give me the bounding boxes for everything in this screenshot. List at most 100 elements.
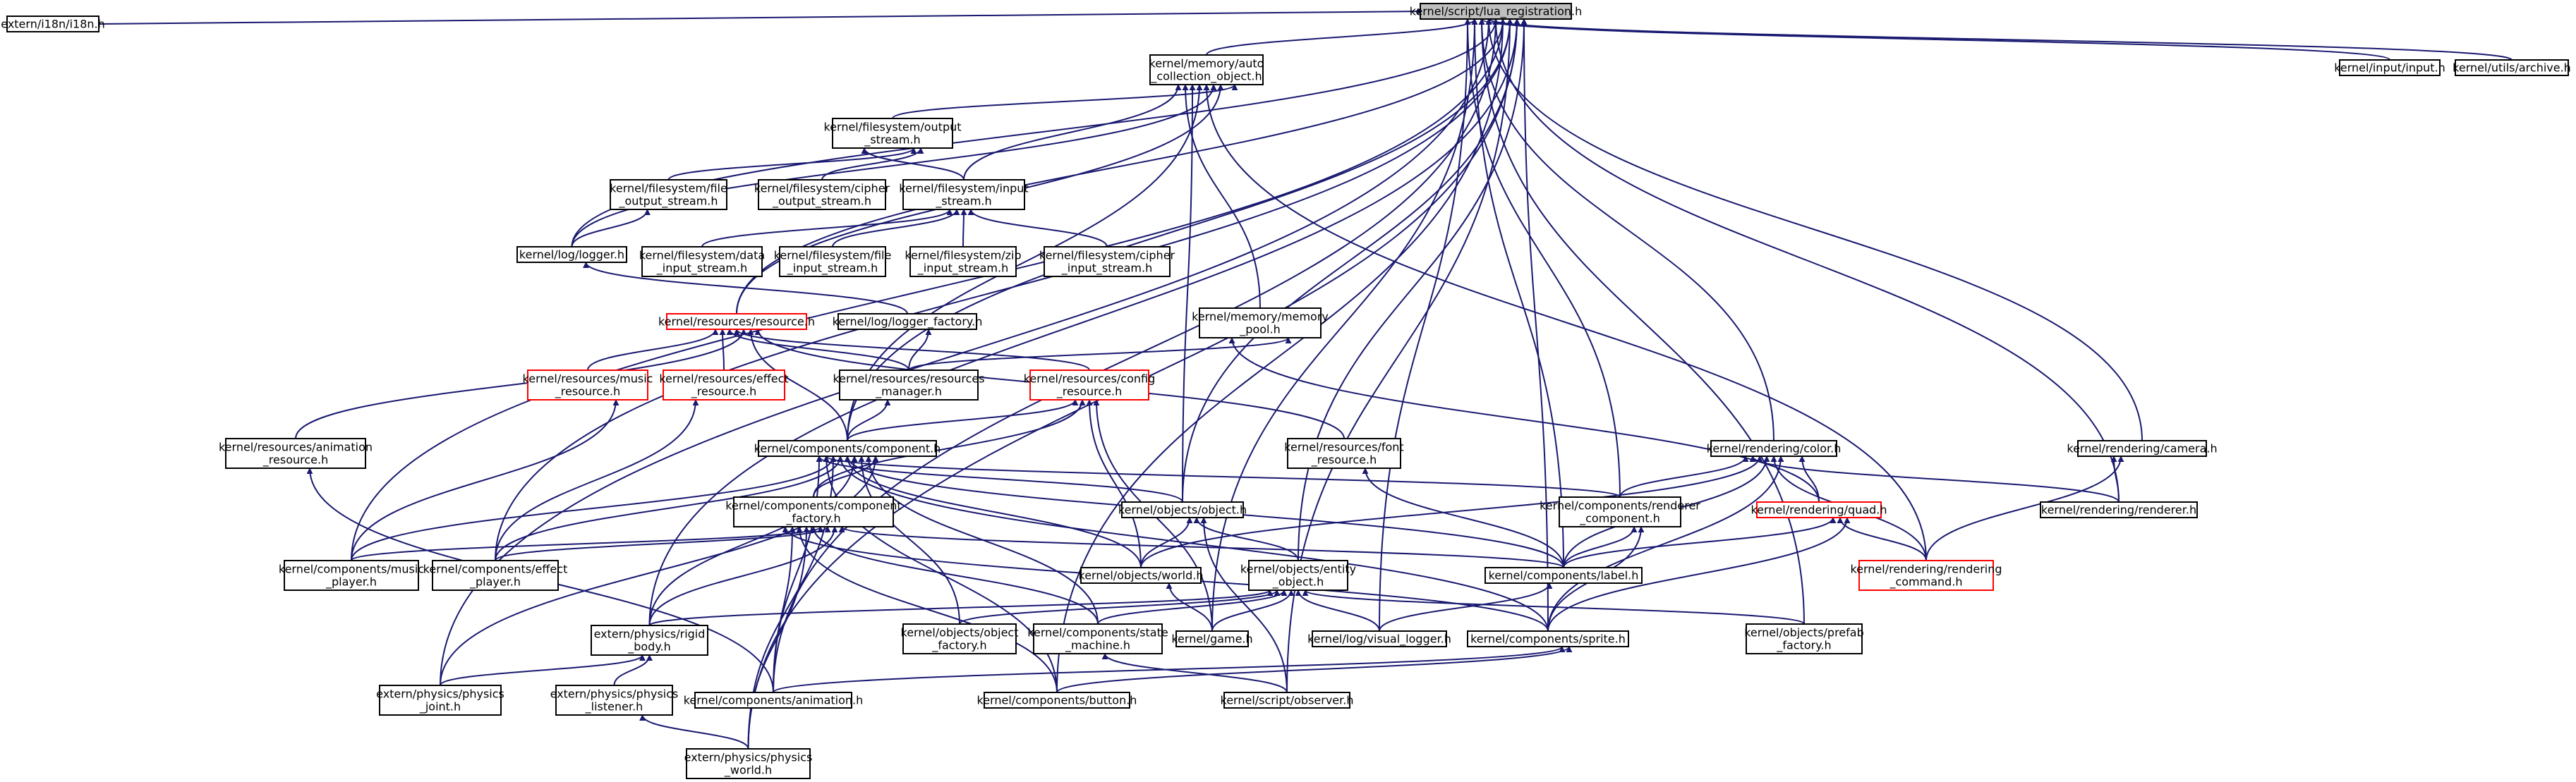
edge-components_label-to-component_factory — [838, 526, 1564, 568]
node-effect-player[interactable]: kernel/components/effect_player.h — [423, 560, 568, 591]
node-cipher-input-stream[interactable]: kernel/filesystem/cipher_input_stream.h — [1039, 246, 1175, 277]
node-label: extern/physics/physics — [550, 688, 679, 701]
edge-entity_object-to-objects_object — [1193, 517, 1299, 561]
node-label: kernel/resources/font — [1284, 441, 1403, 454]
node-label: _resource.h — [555, 385, 620, 399]
node-input-input[interactable]: kernel/input/input.h — [2334, 59, 2445, 76]
node-box — [1484, 567, 1643, 584]
node-box — [1312, 630, 1447, 647]
node-music-resource[interactable]: kernel/resources/music_resource.h — [523, 369, 653, 401]
node-box — [832, 118, 953, 149]
node-resources-manager[interactable]: kernel/resources/resources_manager.h — [833, 369, 985, 401]
node-font-resource[interactable]: kernel/resources/font_resource.h — [1284, 438, 1404, 469]
node-rendering-command[interactable]: kernel/rendering/rendering_command.h — [1850, 560, 2002, 591]
node-cipher-output-stream[interactable]: kernel/filesystem/cipher_output_stream.h — [754, 179, 890, 210]
node-components-button[interactable]: kernel/components/button.h — [977, 692, 1137, 709]
node-objects-object[interactable]: kernel/objects/object.h — [1118, 501, 1247, 518]
edge-sprite-to-component — [837, 456, 1549, 632]
node-input-stream[interactable]: kernel/filesystem/input_stream.h — [899, 179, 1029, 210]
node-box — [1121, 501, 1244, 518]
node-box — [379, 685, 502, 716]
node-resource[interactable]: kernel/resources/resource.h — [658, 313, 815, 330]
edge-rendering_quad-to-memory_pool — [1228, 337, 1820, 503]
edge-input_stream-to-output_stream — [861, 147, 965, 181]
edge-components_button-to-root — [1056, 18, 1506, 693]
edge-object_factory-to-entity_object — [959, 589, 1281, 625]
node-label: _world.h — [724, 764, 772, 778]
node-physics-world[interactable]: extern/physics/physics_world.h — [684, 748, 813, 779]
node-box — [284, 560, 419, 591]
edge-components_animation-to-component — [773, 456, 823, 693]
node-file-output-stream[interactable]: kernel/filesystem/file_output_stream.h — [610, 179, 727, 210]
node-visual-logger[interactable]: kernel/log/visual_logger.h — [1307, 630, 1451, 647]
edge-components_button-to-sprite — [1056, 646, 1573, 693]
node-component-factory[interactable]: kernel/components/component_factory.h — [725, 496, 902, 527]
node-label: _resource.h — [691, 385, 756, 399]
edge-animation_resource-to-resource — [295, 329, 747, 439]
node-physics-joint[interactable]: extern/physics/physics_joint.h — [376, 685, 504, 716]
node-file-input-stream[interactable]: kernel/filesystem/file_input_stream.h — [774, 246, 892, 277]
node-auto-collection[interactable]: kernel/memory/auto_collection_object.h — [1149, 54, 1264, 85]
node-component[interactable]: kernel/components/component.h — [754, 440, 941, 457]
node-box — [909, 246, 1017, 277]
edge-objects_object-to-component — [816, 456, 1183, 503]
edge-input_input-to-root — [1478, 18, 2390, 61]
node-box — [1858, 560, 1994, 591]
node-box — [516, 246, 627, 263]
node-logger-factory[interactable]: kernel/log/logger_factory.h — [833, 313, 983, 330]
edge-components_animation-to-component_factory — [773, 526, 796, 693]
node-box — [6, 16, 99, 32]
node-label: kernel/resources/resources — [833, 372, 984, 386]
edge-music_player-to-root — [351, 18, 1506, 561]
node-components-animation[interactable]: kernel/components/animation.h — [684, 692, 864, 709]
node-label: kernel/components/label.h — [1489, 569, 1639, 582]
node-object-factory[interactable]: kernel/objects/object_factory.h — [901, 623, 1019, 654]
edges-layer — [98, 8, 2512, 750]
edge-visual_logger-to-entity_object — [1295, 589, 1380, 632]
node-utils-archive[interactable]: kernel/utils/archive.h — [2453, 59, 2571, 76]
node-rendering-renderer[interactable]: kernel/rendering/renderer.h — [2040, 501, 2198, 518]
node-entity-object[interactable]: kernel/objects/entity_object.h — [1240, 560, 1356, 591]
node-renderer-component[interactable]: kernel/components/renderer_component.h — [1540, 496, 1700, 527]
node-script-observer[interactable]: kernel/script/observer.h — [1221, 692, 1354, 709]
node-state-machine[interactable]: kernel/components/state_machine.h — [1027, 623, 1168, 654]
node-components-label[interactable]: kernel/components/label.h — [1484, 567, 1643, 584]
edge-rendering_renderer-to-rendering_camera — [2110, 456, 2120, 503]
node-rigid-body[interactable]: extern/physics/rigid_body.h — [591, 625, 708, 656]
edge-components_button-to-component_factory — [796, 526, 1058, 693]
node-label: _input_stream.h — [787, 262, 878, 276]
node-memory-pool[interactable]: kernel/memory/memory_pool.h — [1192, 307, 1329, 338]
edge-visual_logger-to-components_label — [1379, 582, 1553, 632]
node-sprite[interactable]: kernel/components/sprite.h — [1467, 630, 1629, 647]
node-rendering-camera[interactable]: kernel/rendering/camera.h — [2067, 440, 2218, 457]
node-label: kernel/log/visual_logger.h — [1307, 633, 1451, 647]
node-rendering-quad[interactable]: kernel/rendering/quad.h — [1750, 501, 1887, 518]
node-box — [1080, 567, 1202, 584]
node-animation-resource[interactable]: kernel/resources/animation_resource.h — [219, 438, 373, 469]
node-game[interactable]: kernel/game.h — [1171, 630, 1253, 647]
node-objects-world[interactable]: kernel/objects/world.h — [1079, 567, 1204, 584]
edge-logger-to-auto_collection — [571, 84, 1217, 248]
node-music-player[interactable]: kernel/components/music_player.h — [279, 560, 424, 591]
node-physics-listener[interactable]: extern/physics/physics_listener.h — [550, 685, 679, 716]
node-output-stream[interactable]: kernel/filesystem/output_stream.h — [823, 118, 962, 149]
node-rendering-color[interactable]: kernel/rendering/color.h — [1707, 440, 1842, 457]
node-box — [686, 748, 811, 779]
node-zip-input-stream[interactable]: kernel/filesystem/zip_input_stream.h — [905, 246, 1022, 277]
node-box — [779, 246, 886, 277]
node-label: _resource.h — [1056, 385, 1122, 399]
node-root[interactable]: kernel/script/lua_registration.h — [1410, 3, 1583, 20]
node-prefab-factory[interactable]: kernel/objects/prefab_factory.h — [1744, 623, 1864, 654]
edge-rigid_body-to-component — [648, 456, 858, 626]
edge-visual_logger-to-root — [1379, 18, 1471, 632]
edge-memory_pool-to-auto_collection — [1182, 84, 1261, 309]
node-data-input-stream[interactable]: kernel/filesystem/data_input_stream.h — [639, 246, 765, 277]
node-logger[interactable]: kernel/log/logger.h — [516, 246, 627, 263]
edge-effect_player-to-component — [495, 456, 844, 561]
node-effect-resource[interactable]: kernel/resources/effect_resource.h — [659, 369, 789, 401]
node-label: kernel/script/observer.h — [1221, 694, 1354, 707]
node-config-resource[interactable]: kernel/resources/config_resource.h — [1024, 369, 1156, 401]
node-i18n[interactable]: extern/i18n/i18n.h — [1, 16, 105, 32]
edge-utils_archive-to-root — [1485, 18, 2512, 61]
